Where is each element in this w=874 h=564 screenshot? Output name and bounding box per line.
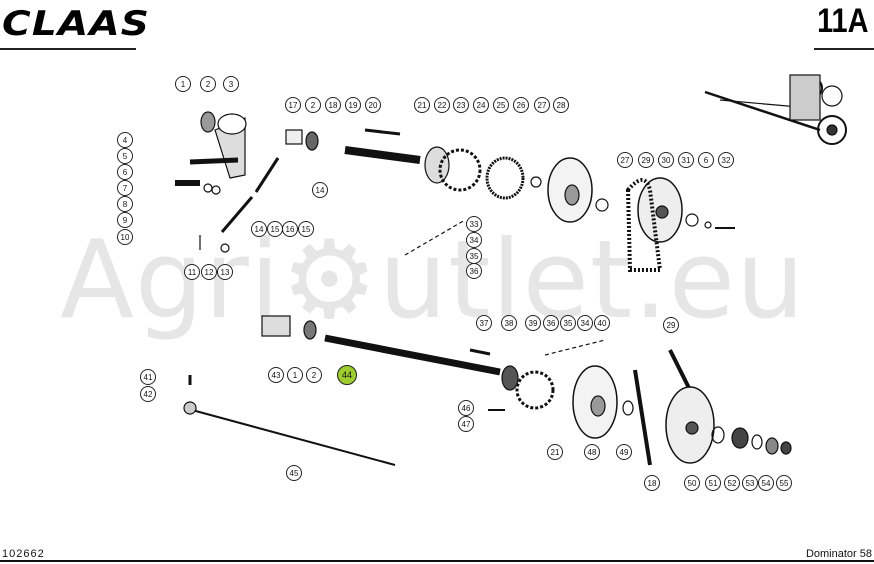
belt-pulley-lower <box>622 349 792 466</box>
callout-part-38[interactable]: 38 <box>501 315 517 331</box>
callout-part-5[interactable]: 5 <box>117 148 133 164</box>
callout-part-48[interactable]: 48 <box>584 444 600 460</box>
callout-part-27[interactable]: 27 <box>534 97 550 113</box>
callout-part-9[interactable]: 9 <box>117 212 133 228</box>
upper-shaft <box>220 128 593 256</box>
callout-part-33[interactable]: 33 <box>466 216 482 232</box>
callout-part-53[interactable]: 53 <box>742 475 758 491</box>
callout-part-24[interactable]: 24 <box>473 97 489 113</box>
callout-part-26[interactable]: 26 <box>513 97 529 113</box>
callout-part-18[interactable]: 18 <box>644 475 660 491</box>
callout-part-49[interactable]: 49 <box>616 444 632 460</box>
page-number: 11A <box>816 2 868 40</box>
callout-part-8[interactable]: 8 <box>117 196 133 212</box>
callout-part-15[interactable]: 15 <box>267 221 283 237</box>
callout-part-23[interactable]: 23 <box>453 97 469 113</box>
callout-part-47[interactable]: 47 <box>458 416 474 432</box>
callout-part-21[interactable]: 21 <box>547 444 563 460</box>
callout-part-2[interactable]: 2 <box>305 97 321 113</box>
arm-part <box>175 111 247 253</box>
callout-part-25[interactable]: 25 <box>493 97 509 113</box>
callout-part-2[interactable]: 2 <box>200 76 216 92</box>
callout-part-51[interactable]: 51 <box>705 475 721 491</box>
callout-part-45[interactable]: 45 <box>286 465 302 481</box>
callout-part-19[interactable]: 19 <box>345 97 361 113</box>
main-shaft <box>261 315 618 439</box>
callout-part-37[interactable]: 37 <box>476 315 492 331</box>
callout-part-34[interactable]: 34 <box>577 315 593 331</box>
callout-part-11[interactable]: 11 <box>184 264 200 280</box>
callout-part-14[interactable]: 14 <box>251 221 267 237</box>
callout-part-3[interactable]: 3 <box>223 76 239 92</box>
callout-part-39[interactable]: 39 <box>525 315 541 331</box>
callout-part-27[interactable]: 27 <box>617 152 633 168</box>
callout-part-4[interactable]: 4 <box>117 132 133 148</box>
callout-part-46[interactable]: 46 <box>458 400 474 416</box>
overview-assembly <box>704 74 847 145</box>
callout-part-1[interactable]: 1 <box>175 76 191 92</box>
callout-part-29[interactable]: 29 <box>663 317 679 333</box>
callout-part-32[interactable]: 32 <box>718 152 734 168</box>
claas-logo: CLAAS <box>2 4 151 44</box>
callout-part-14[interactable]: 14 <box>312 182 328 198</box>
callout-part-28[interactable]: 28 <box>553 97 569 113</box>
drawing-number: 102662 <box>2 548 45 560</box>
callout-part-34[interactable]: 34 <box>466 232 482 248</box>
callout-part-41[interactable]: 41 <box>140 369 156 385</box>
callout-part-22[interactable]: 22 <box>434 97 450 113</box>
callout-part-54[interactable]: 54 <box>758 475 774 491</box>
callout-part-10[interactable]: 10 <box>117 229 133 245</box>
callout-part-6[interactable]: 6 <box>117 164 133 180</box>
callout-part-36[interactable]: 36 <box>543 315 559 331</box>
callout-part-55[interactable]: 55 <box>776 475 792 491</box>
rod-part <box>183 375 505 466</box>
callout-part-15[interactable]: 15 <box>298 221 314 237</box>
model-name: Dominator 58 <box>805 548 872 560</box>
callout-part-35[interactable]: 35 <box>466 248 482 264</box>
callout-part-44-highlighted[interactable]: 44 <box>337 365 357 385</box>
callout-part-36[interactable]: 36 <box>466 263 482 279</box>
header-rule-left <box>0 48 136 50</box>
callout-part-20[interactable]: 20 <box>365 97 381 113</box>
callout-part-16[interactable]: 16 <box>282 221 298 237</box>
header-rule-right <box>814 48 874 50</box>
callout-part-35[interactable]: 35 <box>560 315 576 331</box>
belt-pulley-upper <box>595 177 735 272</box>
callout-part-6[interactable]: 6 <box>698 152 714 168</box>
callout-part-52[interactable]: 52 <box>724 475 740 491</box>
callout-part-12[interactable]: 12 <box>201 264 217 280</box>
callout-part-31[interactable]: 31 <box>678 152 694 168</box>
callout-part-2[interactable]: 2 <box>306 367 322 383</box>
callout-part-43[interactable]: 43 <box>268 367 284 383</box>
callout-part-40[interactable]: 40 <box>594 315 610 331</box>
callout-part-30[interactable]: 30 <box>658 152 674 168</box>
callout-part-13[interactable]: 13 <box>217 264 233 280</box>
callout-part-7[interactable]: 7 <box>117 180 133 196</box>
callout-part-18[interactable]: 18 <box>325 97 341 113</box>
callout-part-50[interactable]: 50 <box>684 475 700 491</box>
callout-part-21[interactable]: 21 <box>414 97 430 113</box>
callout-part-17[interactable]: 17 <box>285 97 301 113</box>
callout-part-29[interactable]: 29 <box>638 152 654 168</box>
callout-part-1[interactable]: 1 <box>287 367 303 383</box>
callout-part-42[interactable]: 42 <box>140 386 156 402</box>
